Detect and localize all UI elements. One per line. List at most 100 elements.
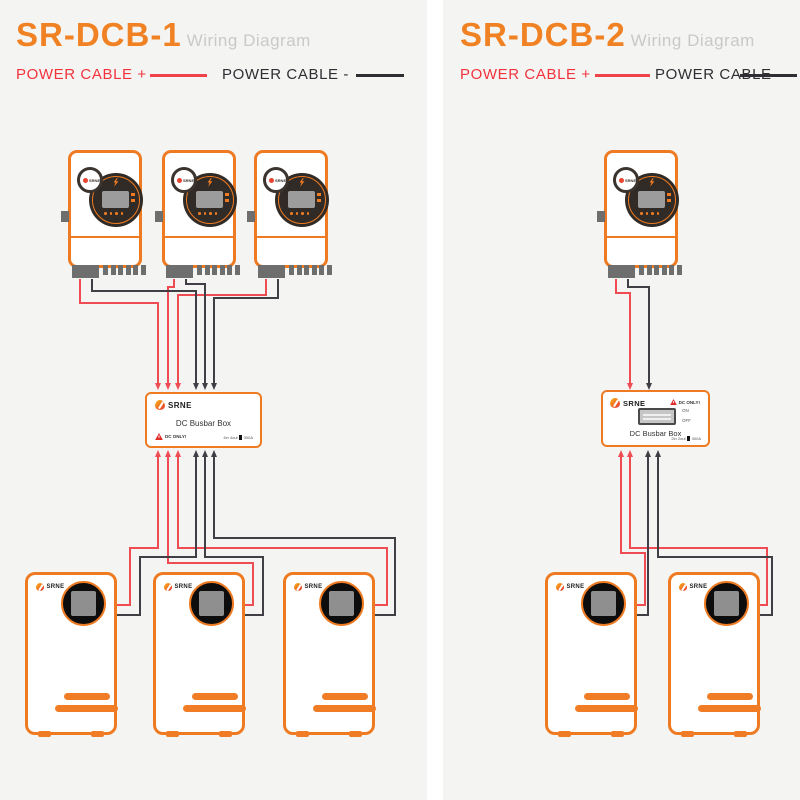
- srne-logo: SRNE: [36, 583, 64, 591]
- battery-screen: [714, 591, 739, 616]
- rating-text: 300A: [243, 435, 253, 440]
- inverter-buttons: [640, 212, 659, 215]
- inverter-1: SRNE: [61, 150, 146, 278]
- inverter-3: SRNE: [247, 150, 332, 278]
- battery-display: [319, 581, 364, 626]
- legend-positive-line: [150, 74, 207, 77]
- battery-foot: [38, 731, 51, 737]
- inverter-logo-badge: SRNE: [263, 167, 289, 193]
- inverter-side-port: [247, 211, 255, 222]
- cable-arrow: [655, 450, 661, 457]
- battery-vent: [584, 693, 630, 700]
- cable-arrow: [618, 450, 624, 457]
- inverter-2: SRNE: [155, 150, 240, 278]
- power-cable-positive: [79, 279, 159, 384]
- brand-label: SRNE: [304, 584, 323, 590]
- power-cable-positive: [615, 279, 631, 384]
- battery-display: [704, 581, 749, 626]
- inverter-indicators: [225, 193, 229, 202]
- inverter-screen: [288, 191, 315, 208]
- battery-vent: [192, 693, 238, 700]
- srne-flame-icon: [36, 583, 44, 591]
- cable-arrow: [165, 383, 171, 390]
- brand-label: SRNE: [275, 178, 287, 183]
- inverter-panel-seam: [165, 236, 233, 238]
- inverter-terminals: [197, 265, 240, 275]
- srne-flame-icon: [83, 178, 88, 183]
- inverter-indicators: [317, 193, 321, 202]
- spec-text: 2in 2out: [671, 436, 686, 441]
- inverter-dc-connector: [166, 265, 193, 278]
- dc-only-warning: DC ONLY!: [669, 399, 700, 405]
- battery-vent: [698, 705, 761, 712]
- inverter-side-port: [155, 211, 163, 222]
- inverter-logo-badge: SRNE: [613, 167, 639, 193]
- brand-label: SRNE: [566, 584, 585, 590]
- battery-foot: [349, 731, 362, 737]
- battery-1: SRNE: [545, 572, 638, 737]
- battery-foot: [611, 731, 624, 737]
- warning-text: DC ONLY!: [165, 434, 187, 439]
- battery-foot: [734, 731, 747, 737]
- legend-negative-line: [356, 74, 404, 77]
- srne-flame-icon: [619, 178, 624, 183]
- cable-arrow: [645, 450, 651, 457]
- power-cable-negative: [185, 279, 206, 384]
- busbar-label: DC Busbar Box: [629, 429, 682, 438]
- brand-label: SRNE: [168, 400, 192, 410]
- battery-foot: [296, 731, 309, 737]
- power-cable-positive: [167, 279, 175, 384]
- battery-vent: [183, 705, 246, 712]
- srne-flame-icon: [177, 178, 182, 183]
- battery-foot: [166, 731, 179, 737]
- inverter-side-port: [597, 211, 605, 222]
- srne-flame-icon: [269, 178, 274, 183]
- cable-arrow: [646, 383, 652, 390]
- battery-vent: [575, 705, 638, 712]
- battery-3: SRNE: [283, 572, 376, 737]
- spec-text: 4in 4out: [223, 435, 238, 440]
- brand-label: SRNE: [689, 584, 708, 590]
- inverter-indicators: [667, 193, 671, 202]
- legend-positive-label: POWER CABLE +: [16, 66, 147, 83]
- srne-logo: SRNE: [164, 583, 192, 591]
- legend-negative-label: POWER CABLE -: [655, 66, 782, 83]
- srne-flame-icon: [610, 398, 620, 408]
- srne-flame-icon: [679, 583, 687, 591]
- inverter-logo-badge: SRNE: [171, 167, 197, 193]
- power-cable-positive: [177, 279, 267, 384]
- rating-text: 300A: [691, 436, 701, 441]
- spec-bar-icon: [239, 435, 243, 440]
- cable-arrow: [202, 383, 208, 390]
- cable-arrow: [211, 450, 217, 457]
- power-switch: [638, 408, 676, 425]
- srne-flame-icon: [164, 583, 172, 591]
- srne-flame-icon: [155, 400, 165, 410]
- battery-vent: [64, 693, 110, 700]
- brand-label: SRNE: [46, 584, 65, 590]
- inverter-terminals: [289, 265, 332, 275]
- inverter-buttons: [290, 212, 309, 215]
- spec-bar-icon: [687, 436, 691, 441]
- battery-screen: [71, 591, 96, 616]
- battery-2: SRNE: [668, 572, 761, 737]
- dc-busbar-box: SRNE DC ONLY! ON OFF DC Busbar Box 2in 2…: [601, 390, 710, 447]
- srne-logo: SRNE: [155, 400, 192, 410]
- srne-flame-icon: [556, 583, 564, 591]
- battery-vent: [313, 705, 376, 712]
- legend-negative-label: POWER CABLE -: [222, 66, 349, 83]
- warning-icon: [669, 399, 677, 405]
- lightning-icon: [113, 178, 119, 187]
- brand-label: SRNE: [174, 584, 193, 590]
- brand-label: SRNE: [183, 178, 195, 183]
- inverter-dc-connector: [608, 265, 635, 278]
- inverter-logo-badge: SRNE: [77, 167, 103, 193]
- cable-arrow: [165, 450, 171, 457]
- cable-arrow: [193, 450, 199, 457]
- battery-screen: [199, 591, 224, 616]
- srne-logo: SRNE: [556, 583, 584, 591]
- power-cable-negative: [91, 279, 197, 384]
